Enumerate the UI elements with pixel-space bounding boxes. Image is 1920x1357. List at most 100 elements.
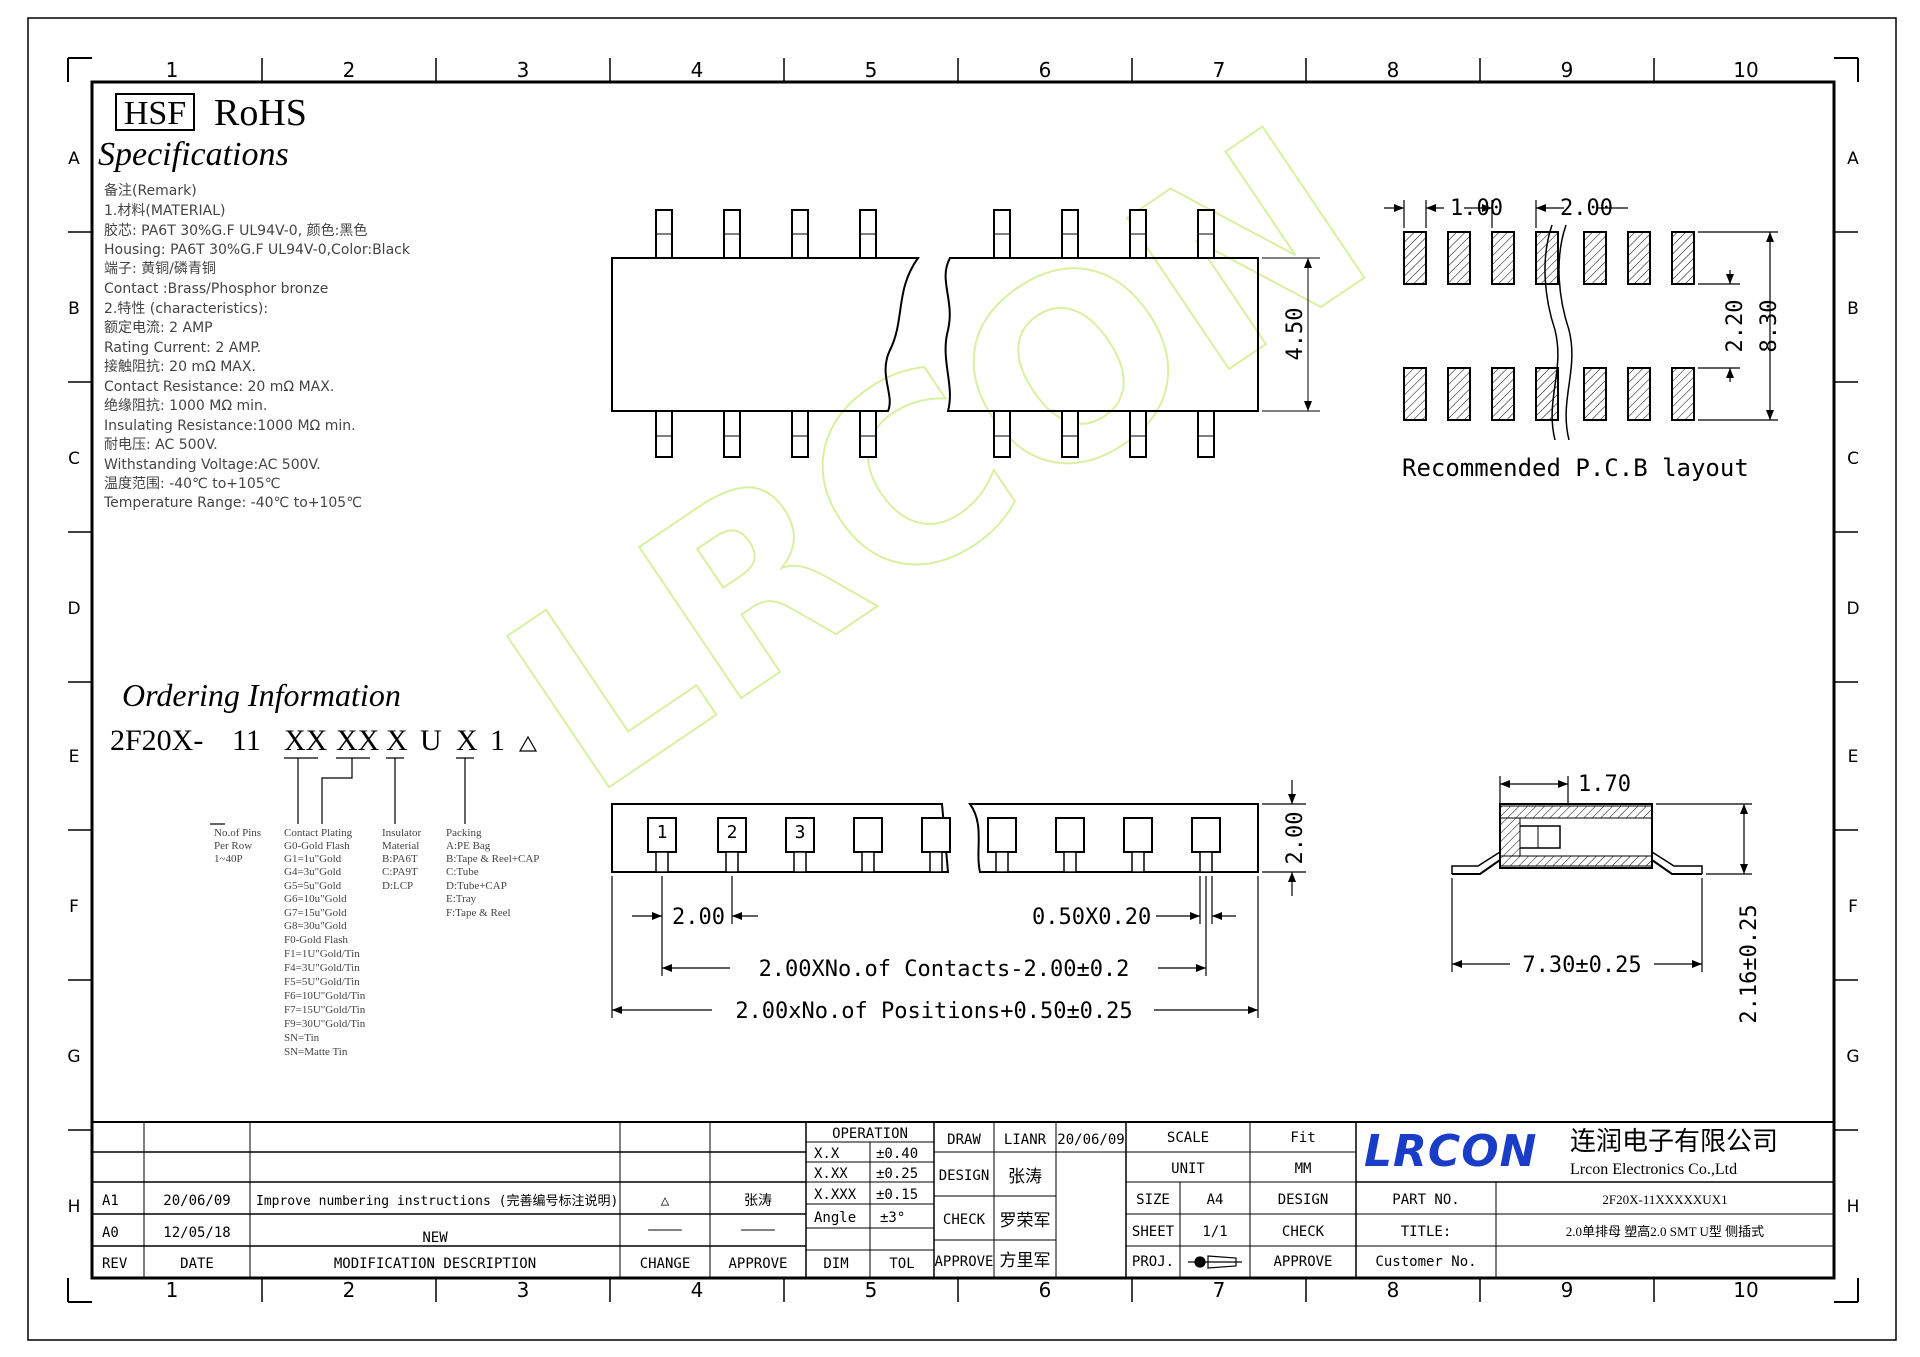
side-height-dim: 2.16±0.25 (1737, 904, 1762, 1023)
legend-line: F0-Gold Flash (284, 934, 348, 946)
grid-column-labels: 1 2 3 4 5 6 7 8 9 10 1 2 3 4 5 6 7 8 9 1… (166, 58, 1759, 1302)
sheet-value: 1/1 (1202, 1224, 1227, 1240)
change-header: CHANGE (640, 1256, 691, 1272)
rev-a1: A1 (102, 1193, 119, 1209)
legend-line: F6=10U"Gold/Tin (284, 990, 366, 1002)
legend-line: Per Row (214, 840, 252, 852)
tol-dim: Angle (814, 1210, 856, 1226)
part-no-value: 2F20X-11XXXXXUX1 (1602, 1192, 1727, 1207)
title-block-lines (92, 1121, 1834, 1278)
title-value: 2.0单排母 塑高2.0 SMT U型 侧插式 (1566, 1224, 1764, 1239)
sheet-label: SHEET (1132, 1224, 1175, 1240)
remark-line: Contact Resistance: 20 mΩ MAX. (104, 379, 334, 395)
remark-line: 耐电压: AC 500V. (104, 437, 218, 453)
side-view (1451, 776, 1752, 972)
remark-line: Rating Current: 2 AMP. (104, 340, 261, 356)
code-packing: X (456, 724, 478, 757)
approve-name: 方里军 (1000, 1251, 1051, 1271)
legend-line: G6=10u"Gold (284, 893, 347, 905)
pin-number: 1 (657, 822, 668, 843)
remark-line: 1.材料(MATERIAL) (104, 203, 225, 219)
col-label-top: 1 (166, 58, 179, 82)
col-label-top: 10 (1733, 58, 1758, 82)
row-label-right: A (1847, 149, 1859, 169)
remark-line: 胶芯: PA6T 30%G.F UL94V-0, 颜色:黑色 (104, 222, 367, 239)
code-u: U (420, 724, 442, 757)
legend-line: Packing (446, 827, 482, 839)
front-view (611, 780, 1306, 1018)
col-label-bottom: 2 (343, 1278, 356, 1302)
col-label-top: 9 (1561, 58, 1574, 82)
approve2-label: APPROVE (1273, 1254, 1332, 1270)
legend-line: Contact Plating (284, 827, 353, 839)
col-label-top: 8 (1387, 58, 1400, 82)
legend-line: F7=15U"Gold/Tin (284, 1004, 366, 1016)
tol-value: ±0.15 (876, 1187, 918, 1203)
row-label-left: E (69, 747, 80, 767)
proj-label: PROJ. (1132, 1254, 1174, 1270)
row-label-right: C (1847, 449, 1859, 469)
remark-line: 备注(Remark) (104, 182, 197, 199)
remark-line: 2.特性 (characteristics): (104, 301, 268, 317)
front-height-dim: 2.00 (1283, 812, 1308, 865)
rev-a1-change: △ (661, 1193, 670, 1209)
pcb-pitch-dim-1: 1.00 (1450, 196, 1503, 221)
remark-line: Insulating Resistance:1000 MΩ min. (104, 418, 356, 434)
legend-line: E:Tray (446, 893, 477, 905)
tol-label: TOL (889, 1256, 914, 1272)
rev-a0-desc: NEW (422, 1230, 448, 1246)
signature-block: DRAW LIANR 20/06/09 DESIGN 张涛 CHECK 罗荣军 … (934, 1132, 1124, 1271)
legend-line: C:Tube (446, 866, 479, 878)
ordering-code: 2F20X- 11 XX XX X U X 1 (110, 724, 505, 757)
inner-border (90, 80, 1836, 1280)
remark-line: 额定电流: 2 AMP (104, 320, 213, 336)
row-label-left: H (68, 1197, 81, 1217)
row-label-right: D (1846, 599, 1859, 619)
code-rev: 1 (490, 724, 505, 757)
tol-value: ±3° (880, 1210, 905, 1226)
legend-line: F4=3U"Gold/Tin (284, 962, 360, 974)
approve-header: APPROVE (728, 1256, 787, 1272)
legend-line: SN=Tin (284, 1032, 320, 1044)
legend-line: G5=5u"Gold (284, 880, 342, 892)
legend-line: Material (382, 840, 419, 852)
row-label-left: G (67, 1047, 80, 1067)
col-label-top: 4 (691, 58, 704, 82)
draw-label: DRAW (947, 1132, 981, 1148)
front-pin-size-dim: 0.50X0.20 (1032, 905, 1151, 930)
legend-line: Insulator (382, 827, 421, 839)
row-label-left: F (69, 897, 79, 917)
design2-label: DESIGN (1278, 1192, 1329, 1208)
col-label-bottom: 7 (1213, 1278, 1226, 1302)
rev-a1-date: 20/06/09 (163, 1193, 230, 1209)
col-label-bottom: 3 (517, 1278, 530, 1302)
rev-a1-approve: 张涛 (744, 1193, 772, 1209)
legend-line: B:PA6T (382, 853, 418, 865)
unit-value: MM (1295, 1161, 1312, 1177)
row-label-right: H (1847, 1197, 1860, 1217)
col-label-bottom: 9 (1561, 1278, 1574, 1302)
scale-value: Fit (1290, 1130, 1315, 1146)
pcb-layout (1384, 200, 1778, 441)
legend-line: F:Tape & Reel (446, 907, 511, 919)
col-label-top: 7 (1213, 58, 1226, 82)
col-label-bottom: 10 (1733, 1278, 1758, 1302)
row-label-left: A (68, 149, 80, 169)
legend-line: G8=30u"Gold (284, 920, 347, 932)
legend-line: F5=5U"Gold/Tin (284, 976, 360, 988)
part-no-label: PART NO. (1392, 1192, 1459, 1208)
pcb-row-gap-dim: 2.20 (1723, 300, 1748, 353)
pcb-pitch-dim-2: 2.00 (1560, 196, 1613, 221)
customer-no-label: Customer No. (1375, 1254, 1476, 1270)
remark-line: 端子: 黄铜/磷青铜 (104, 260, 216, 277)
side-width-dim: 7.30±0.25 (1522, 953, 1641, 978)
size-label: SIZE (1136, 1192, 1170, 1208)
operation-label: OPERATION (832, 1126, 908, 1142)
outer-border (27, 17, 1897, 1341)
rev-triangle-icon (518, 735, 538, 752)
design-name: 张涛 (1008, 1167, 1042, 1187)
remark-line: Temperature Range: -40℃ to+105℃ (103, 495, 362, 511)
legend-line: G1=1u"Gold (284, 853, 342, 865)
unit-label: UNIT (1171, 1161, 1205, 1177)
